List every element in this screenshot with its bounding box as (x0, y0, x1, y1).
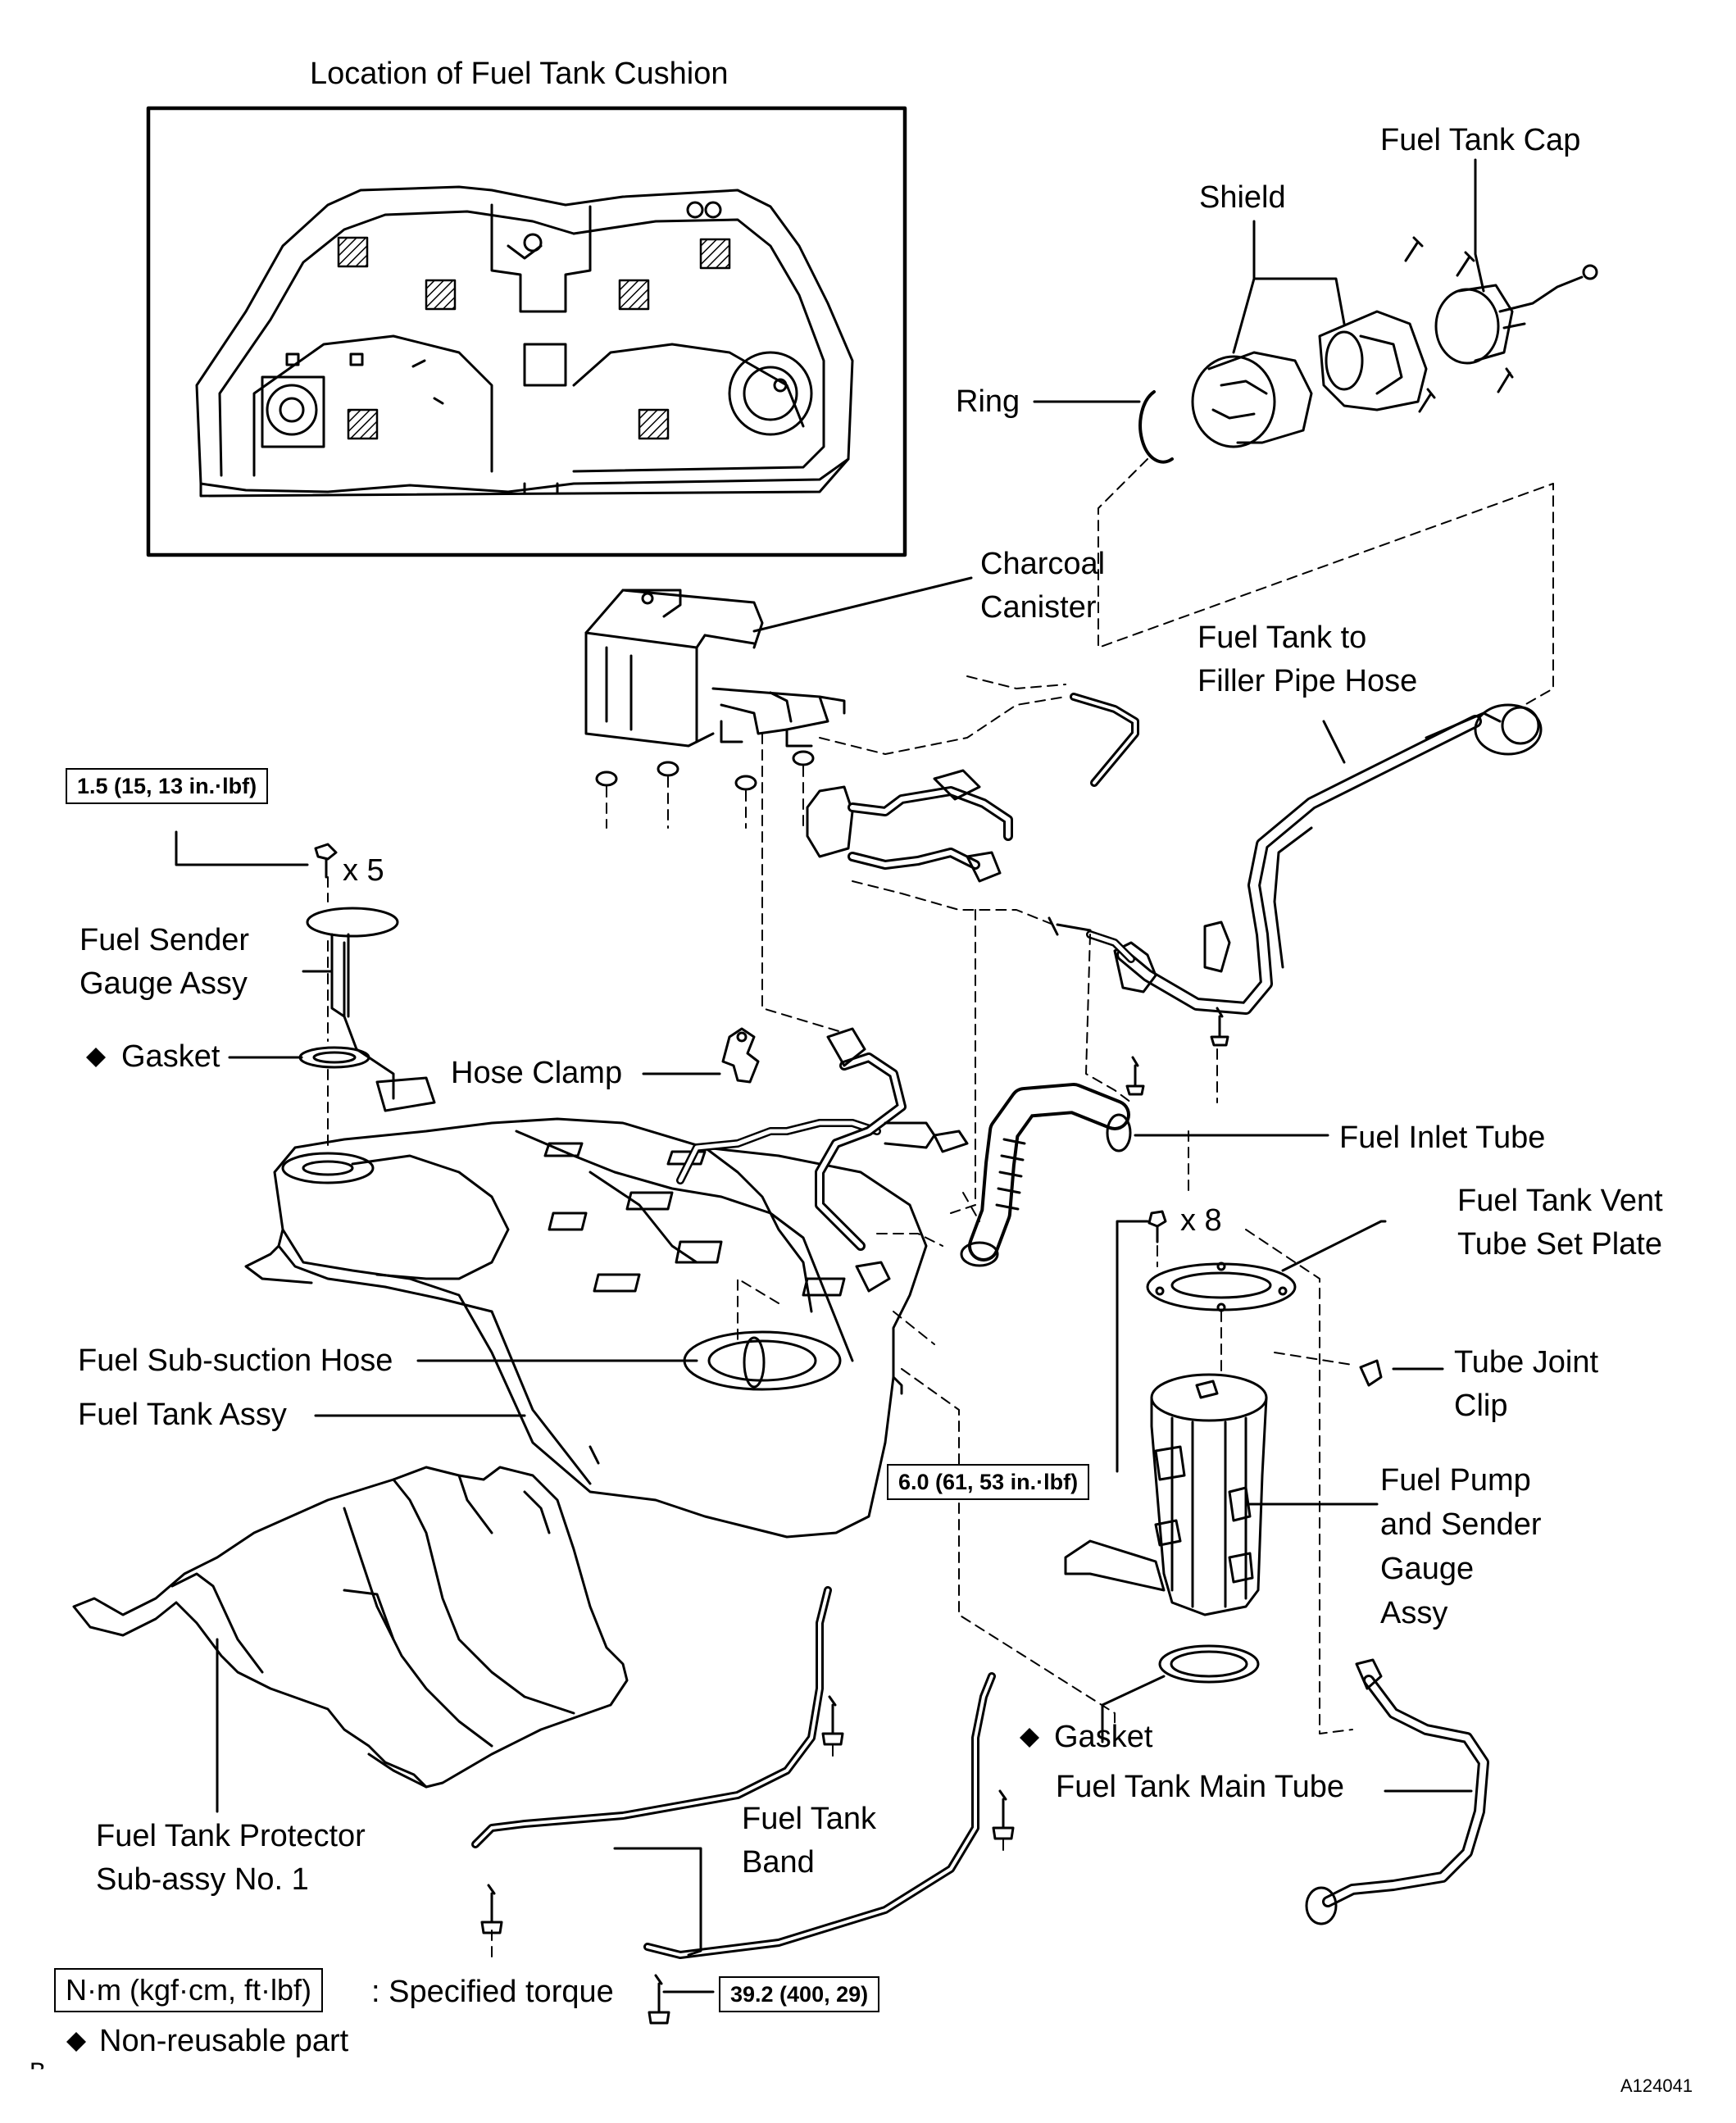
label-pump-1: Fuel Pump (1380, 1463, 1531, 1498)
filler-cap-assembly (1138, 236, 1598, 464)
cushion-location-inset (146, 106, 907, 557)
cushion-pads (337, 236, 731, 440)
non-reusable-markers (66, 1048, 1039, 2052)
label-tank-band-1: Fuel Tank (742, 1802, 877, 1836)
label-vent-plate-2: Tube Set Plate (1457, 1227, 1662, 1262)
label-vent-plate-1: Fuel Tank Vent (1457, 1184, 1663, 1218)
filler-pipe (1048, 703, 1543, 1096)
label-protector-2: Sub-assy No. 1 (96, 1862, 309, 1897)
label-gasket-top: Gasket (121, 1039, 220, 1074)
label-shield: Shield (1199, 180, 1286, 215)
fuel-sender-gauge (298, 843, 436, 1112)
diamond-legend (66, 2032, 86, 2052)
fuel-tank-protector (72, 1466, 629, 1789)
fuel-tank-band (471, 1586, 1015, 2025)
charcoal-canister (584, 589, 846, 791)
label-pump-3: Gauge (1380, 1552, 1475, 1586)
legend-torque-desc: : Specified torque (371, 1975, 614, 2009)
diamond-gasket-top (86, 1048, 106, 1067)
label-tube-joint-2: Clip (1454, 1389, 1508, 1423)
torque-sender-screw: 1.5 (15, 13 in.·lbf) (66, 768, 269, 804)
label-fuel-tank-assy: Fuel Tank Assy (78, 1398, 287, 1432)
label-fuel-inlet-tube: Fuel Inlet Tube (1339, 1121, 1546, 1155)
corner-mark: B (30, 2058, 47, 2085)
label-fuel-tank-cap: Fuel Tank Cap (1380, 123, 1581, 157)
vapor-hoses (806, 693, 1139, 883)
torque-pump-plate: 6.0 (61, 53 in.·lbf) (887, 1464, 1090, 1500)
label-pump-4: Assy (1380, 1596, 1448, 1630)
assembly-guide-lines (327, 458, 1554, 1960)
label-main-tube: Fuel Tank Main Tube (1056, 1770, 1345, 1804)
fuel-tank-main-tube (1305, 1658, 1489, 1925)
figure-id: A124041 (1620, 2075, 1693, 2096)
legend-torque-unit: N·m (kgf·cm, ft·lbf) (54, 1968, 323, 2012)
label-hose-clamp: Hose Clamp (451, 1056, 623, 1090)
diamond-gasket-bottom (1020, 1728, 1039, 1748)
label-charcoal-canister-2: Canister (980, 590, 1097, 625)
label-fuel-sender-2: Gauge Assy (80, 966, 248, 1001)
label-pump-2: and Sender (1380, 1507, 1542, 1542)
fuel-tank (244, 1027, 969, 1539)
label-charcoal-canister-1: Charcoal (980, 547, 1106, 581)
inset-title: Location of Fuel Tank Cushion (310, 57, 729, 91)
qty-x8: x 8 (1180, 1203, 1222, 1238)
label-gasket-bottom: Gasket (1054, 1720, 1153, 1754)
torque-band-bolt: 39.2 (400, 29) (719, 1976, 880, 2012)
label-filler-hose-2: Filler Pipe Hose (1197, 664, 1418, 698)
label-filler-hose-1: Fuel Tank to (1197, 621, 1367, 655)
fuel-inlet-tube (960, 1083, 1132, 1267)
label-sub-suction-hose: Fuel Sub-suction Hose (78, 1343, 393, 1378)
fuel-pump-assembly (1064, 1373, 1268, 1684)
label-tank-band-2: Band (742, 1845, 815, 1880)
label-ring: Ring (956, 384, 1020, 419)
label-protector-1: Fuel Tank Protector (96, 1819, 366, 1853)
label-tube-joint-1: Tube Joint (1454, 1345, 1599, 1380)
qty-x5: x 5 (343, 853, 384, 888)
hose-clamp (721, 1027, 760, 1084)
legend-non-reusable: Non-reusable part (99, 2024, 349, 2058)
label-fuel-sender-1: Fuel Sender (80, 923, 250, 957)
